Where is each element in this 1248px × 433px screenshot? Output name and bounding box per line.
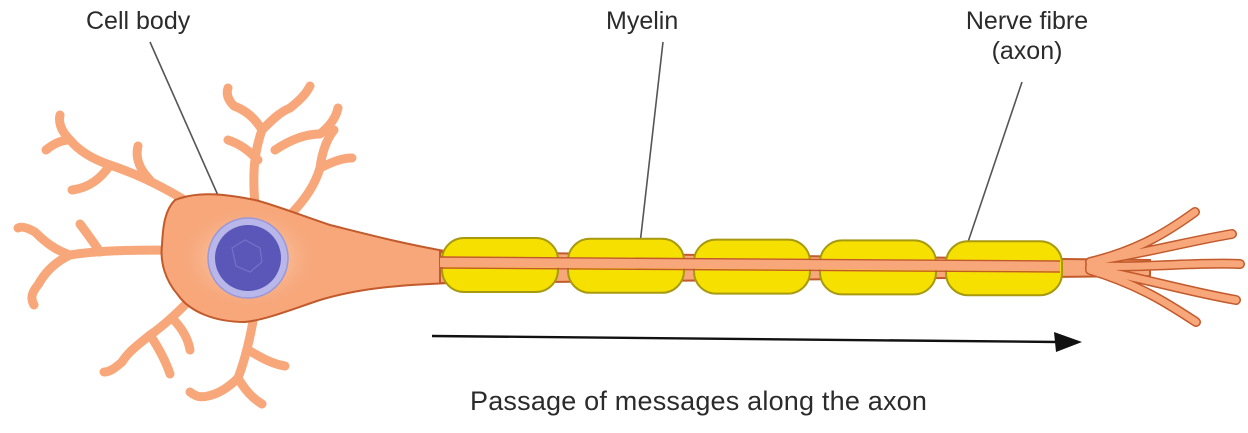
myelin-pointer xyxy=(640,42,663,244)
axon-core-line xyxy=(440,262,1060,266)
direction-arrow-icon xyxy=(432,332,1082,352)
nerve-fibre-label: Nerve fibre (axon) xyxy=(932,6,1122,66)
axon-terminal-icon xyxy=(1090,212,1240,322)
axon-pointer xyxy=(966,82,1022,248)
cell-body-label: Cell body xyxy=(86,6,190,36)
caption-label: Passage of messages along the axon xyxy=(470,386,927,416)
nerve-fibre-label-line2: (axon) xyxy=(932,36,1122,66)
nucleus-icon xyxy=(208,218,288,298)
myelin-label: Myelin xyxy=(606,6,678,36)
nerve-fibre-label-line1: Nerve fibre xyxy=(932,6,1122,36)
